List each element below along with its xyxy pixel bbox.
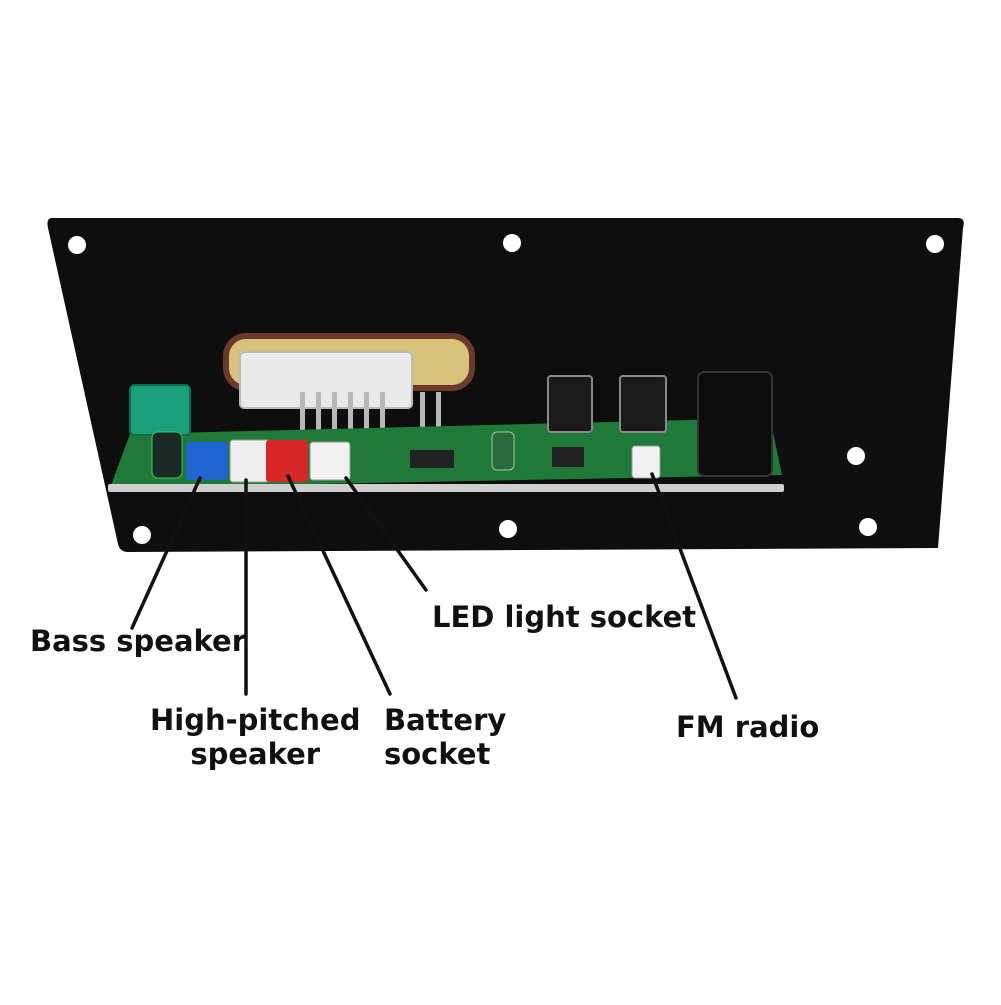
callout-line-battery <box>286 474 392 696</box>
heatsink-pin <box>348 392 353 448</box>
mounting-hole <box>68 236 86 254</box>
label-line: Battery <box>384 703 507 737</box>
heatsink-pin <box>364 392 369 448</box>
mounting-hole <box>499 520 517 538</box>
capacitor <box>151 431 183 479</box>
label-line: Bass speaker <box>30 624 247 658</box>
capacitor <box>491 431 515 471</box>
heatsink-assembly <box>223 333 475 448</box>
led-connector <box>309 441 351 481</box>
heatsink-pin <box>316 392 321 448</box>
label-led-light-socket: LED light socket <box>432 600 696 634</box>
mounting-hole <box>859 518 877 536</box>
usb-socket <box>619 375 667 433</box>
fm-connector <box>631 445 661 479</box>
label-battery-socket: Battery socket <box>384 703 506 771</box>
label-line: socket <box>384 737 491 771</box>
usb-socket <box>547 375 593 433</box>
label-line: speaker <box>190 737 321 771</box>
battery-connector <box>266 440 308 482</box>
heatsink-pin <box>300 392 305 448</box>
callout-line-fm <box>650 472 738 700</box>
heatsink-pin <box>380 392 385 448</box>
chip <box>410 450 454 468</box>
label-line: LED light socket <box>432 600 697 634</box>
label-high-pitched-speaker: High-pitched speaker <box>150 703 360 771</box>
heatsink-pins <box>300 392 441 448</box>
label-line: FM radio <box>676 710 820 744</box>
mounting-hole <box>847 447 865 465</box>
label-bass-speaker: Bass speaker <box>30 624 246 658</box>
heatsink-pin <box>436 392 441 448</box>
label-fm-radio: FM radio <box>676 710 819 744</box>
heatsink-pin <box>420 392 425 448</box>
callout-line-bass <box>130 476 202 630</box>
mounting-hole <box>503 234 521 252</box>
label-line: High-pitched <box>150 703 361 737</box>
mounting-hole <box>133 526 151 544</box>
pcb-edge <box>108 484 784 492</box>
high-speaker-connector <box>229 439 271 483</box>
callout-line-led <box>344 476 428 592</box>
audio-jack <box>697 371 773 477</box>
heatsink-pin <box>332 392 337 448</box>
chip <box>552 447 584 467</box>
teal-component <box>129 384 191 436</box>
bass-speaker-connector <box>186 442 228 480</box>
mounting-hole <box>926 235 944 253</box>
coil-frame <box>239 351 413 409</box>
